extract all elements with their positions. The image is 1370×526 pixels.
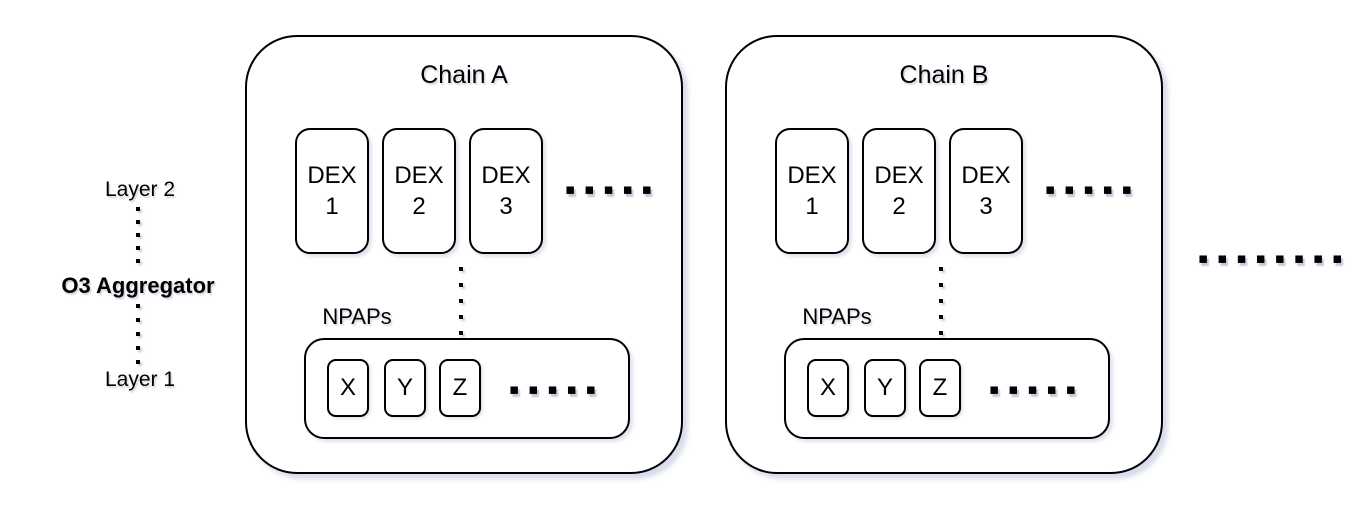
chain-b-container: Chain B DEX 1 DEX 2 DEX 3 ▪▪▪▪▪ NPAPs X … [725,35,1163,474]
dex-to-npaps-dotted-connector [459,267,463,337]
more-chains-ellipsis: ▪▪▪▪▪▪▪▪ [1198,249,1352,267]
dex-2-label: DEX 2 [394,161,444,220]
chain-a-dex-1-box: DEX 1 [295,128,369,254]
chain-b-dex-2-box: DEX 2 [862,128,936,254]
aggregator-layer1-dotted-line [136,304,140,365]
dex-3-label: DEX 3 [481,161,531,220]
chain-a-container: Chain A DEX 1 DEX 2 DEX 3 ▪▪▪▪▪ NPAPs X … [245,35,683,474]
dex-1-label: DEX 1 [307,161,357,220]
npap-z-box: Z [439,359,481,417]
layer2-aggregator-dotted-line [136,207,140,264]
more-dex-ellipsis: ▪▪▪▪▪ [565,180,661,198]
chain-b-npaps-label: NPAPs [802,304,872,329]
chain-a-dex-3-box: DEX 3 [469,128,543,254]
chain-b-title: Chain B [899,61,989,89]
npap-x-box: X [807,359,849,417]
npap-y-box: Y [384,359,426,417]
chain-a-npaps-container: X Y Z ▪▪▪▪▪ [304,338,630,439]
layer-2-label: Layer 2 [104,178,176,201]
chain-a-npaps-label: NPAPs [322,304,392,329]
dex-2-label: DEX 2 [874,161,924,220]
more-npaps-ellipsis: ▪▪▪▪▪ [509,380,605,398]
chain-a-dex-2-box: DEX 2 [382,128,456,254]
chain-b-dex-3-box: DEX 3 [949,128,1023,254]
chain-b-npaps-container: X Y Z ▪▪▪▪▪ [784,338,1110,439]
dex-3-label: DEX 3 [961,161,1011,220]
npap-x-box: X [327,359,369,417]
npap-z-box: Z [919,359,961,417]
npap-y-box: Y [864,359,906,417]
dex-to-npaps-dotted-connector [939,267,943,337]
layer-1-label: Layer 1 [104,368,176,391]
chain-b-dex-1-box: DEX 1 [775,128,849,254]
o3-aggregator-label: O3 Aggregator [61,273,215,298]
chain-a-title: Chain A [420,61,508,89]
dex-1-label: DEX 1 [787,161,837,220]
more-npaps-ellipsis: ▪▪▪▪▪ [989,380,1085,398]
more-dex-ellipsis: ▪▪▪▪▪ [1045,180,1141,198]
